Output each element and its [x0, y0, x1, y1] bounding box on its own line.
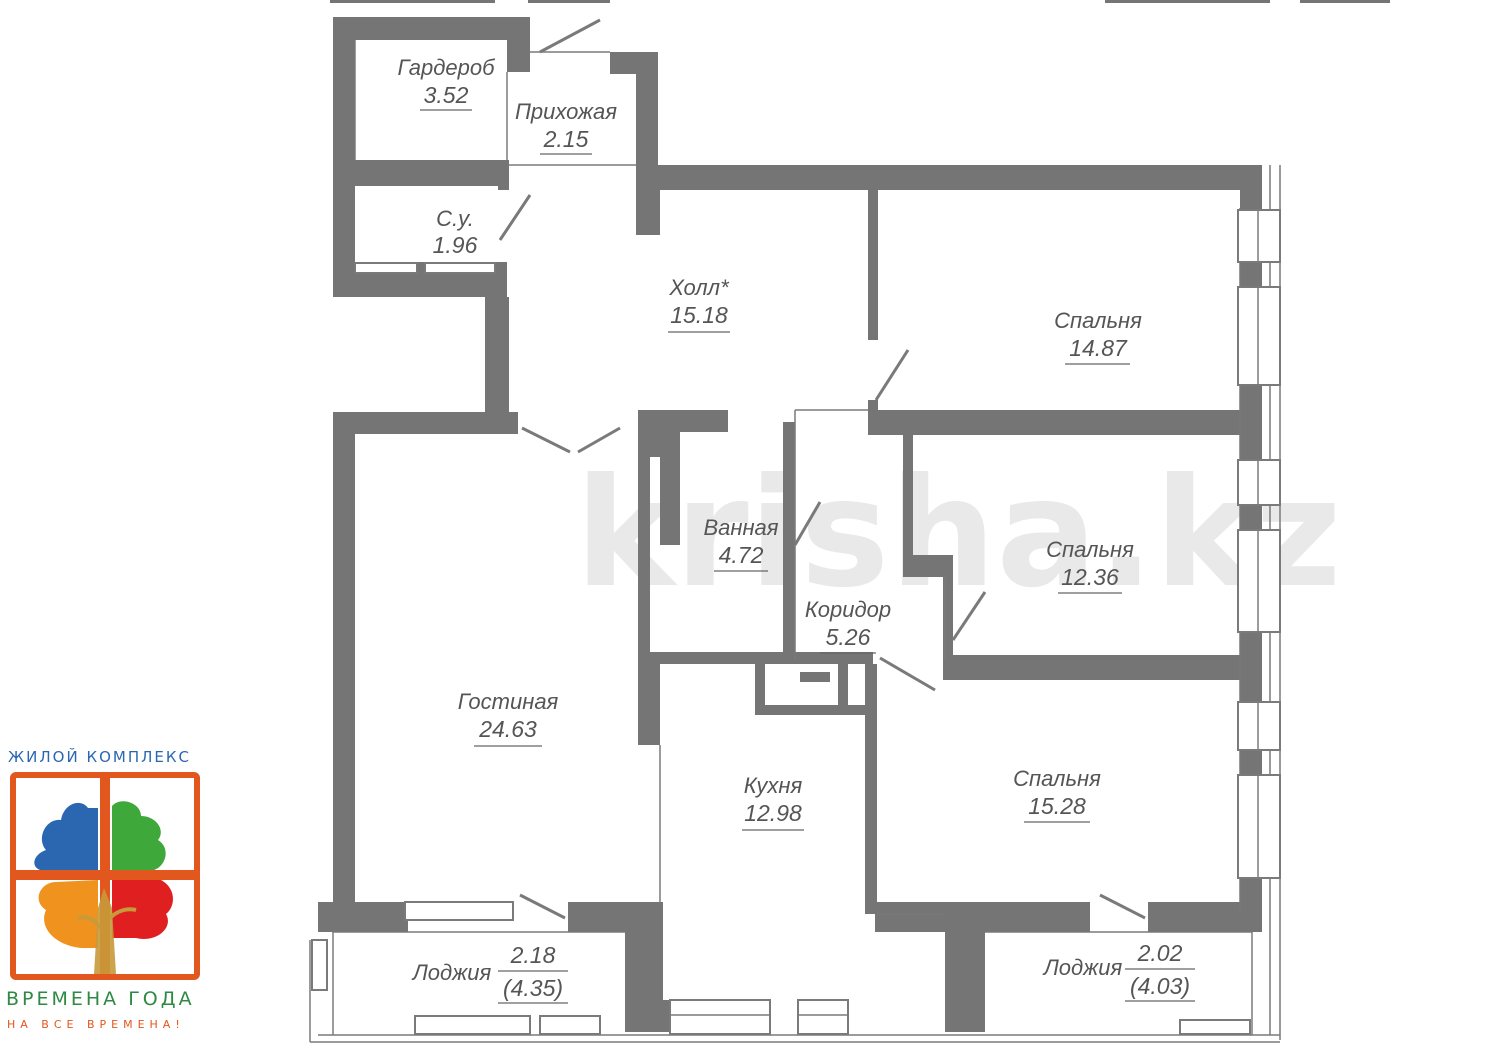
tree-icon — [16, 778, 194, 974]
room-area-loggia-left: 2.18 — [510, 942, 556, 968]
walls — [318, 17, 1262, 1032]
logo-name: ВРЕМЕНА ГОДА — [6, 988, 195, 1010]
top-stubs — [330, 0, 1390, 3]
room-name-bedroom-2: Спальня — [1046, 537, 1134, 562]
logo-tagline: НА ВСЕ ВРЕМЕНА! — [7, 1018, 185, 1031]
room-area-bedroom-2: 12.36 — [1061, 564, 1119, 590]
room-area-living-room: 24.63 — [478, 716, 537, 742]
room-area-loggia-right: 2.02 — [1137, 940, 1183, 966]
watermark: krisha.kz — [575, 447, 1341, 621]
room-name-entry: Прихожая — [515, 99, 617, 124]
room-name-corridor: Коридор — [805, 597, 891, 622]
room-area-hall: 15.18 — [670, 302, 728, 328]
room-name-loggia-right: Лоджия — [1042, 955, 1123, 980]
room-name-wc: С.у. — [436, 206, 474, 231]
logo-top-text: ЖИЛОЙ КОМПЛЕКС — [8, 748, 192, 766]
room-labels: Гардероб 3.52 Прихожая 2.15 С.у. 1.96 Хо… — [398, 55, 1195, 1004]
room-area-bedroom-1: 14.87 — [1069, 335, 1128, 361]
room-area-full-loggia-right: (4.03) — [1130, 973, 1190, 999]
room-name-loggia-left: Лоджия — [411, 960, 492, 985]
brand-logo: ЖИЛОЙ КОМПЛЕКС ВРЕМЕНА ГОДА НА ВСЕ ВРЕМЕ… — [4, 748, 204, 1048]
room-name-hall: Холл* — [668, 275, 730, 300]
room-area-wc: 1.96 — [433, 232, 478, 258]
room-area-entry: 2.15 — [543, 126, 589, 152]
room-area-corridor: 5.26 — [826, 624, 871, 650]
room-area-bedroom-3: 15.28 — [1028, 793, 1086, 819]
room-name-wardrobe: Гардероб — [398, 55, 497, 80]
windows — [311, 209, 1281, 1035]
room-name-living-room: Гостиная — [458, 689, 559, 714]
logo-frame — [10, 772, 200, 980]
room-area-wardrobe: 3.52 — [424, 82, 469, 108]
room-name-kitchen: Кухня — [744, 773, 803, 798]
doors — [498, 18, 1146, 920]
room-name-bathroom: Ванная — [703, 515, 778, 540]
room-name-bedroom-1: Спальня — [1054, 308, 1142, 333]
room-area-bathroom: 4.72 — [719, 542, 764, 568]
room-name-bedroom-3: Спальня — [1013, 766, 1101, 791]
room-area-full-loggia-left: (4.35) — [503, 975, 563, 1001]
room-area-kitchen: 12.98 — [744, 800, 802, 826]
